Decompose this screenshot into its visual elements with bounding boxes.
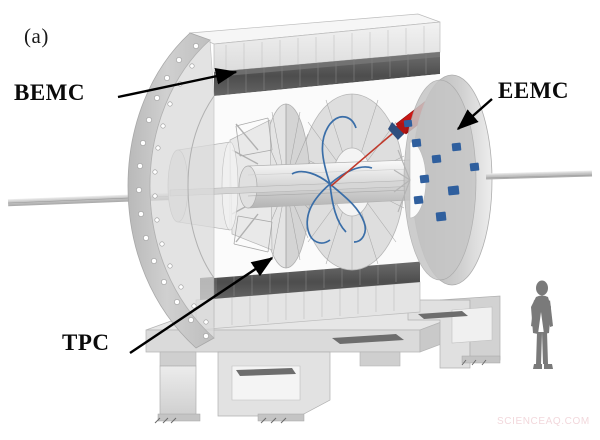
annotation-leaders <box>117 67 493 354</box>
annotation-label-tpc: TPC <box>62 330 110 355</box>
beam-pipe-right <box>485 170 593 180</box>
bemc-leader-line <box>117 67 238 99</box>
panel-label: (a) <box>24 24 49 48</box>
particle-tracks <box>291 115 373 244</box>
eemc-modules <box>403 119 480 222</box>
tpc-leader-line <box>129 257 274 354</box>
annotation-label-eemc: EEMC <box>498 78 569 103</box>
watermark: SCIENCEAQ.COM <box>497 416 590 427</box>
eemc-leader-line <box>456 98 493 130</box>
bemc-upper-modules <box>214 52 440 96</box>
annotation-label-bemc: BEMC <box>14 80 85 105</box>
magnet-endcap-ring <box>127 32 215 349</box>
human-scale-figure <box>531 280 553 369</box>
